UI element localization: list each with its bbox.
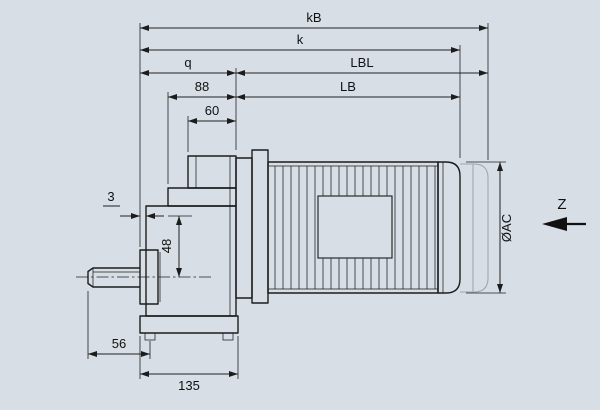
dimension-kB: kB <box>139 10 489 247</box>
output-shaft-outline <box>87 267 140 288</box>
ext-lines-kB <box>139 23 489 247</box>
gear-input-box <box>187 155 237 189</box>
gear-housing-step <box>167 187 237 207</box>
motor-nameplate <box>317 195 393 259</box>
phantom-fan-cowl-outline <box>460 163 489 293</box>
motor-adapter <box>235 157 253 299</box>
dim-label-48: 48 <box>159 239 174 253</box>
fan-cowl-outline <box>438 161 461 294</box>
phantom-motor-extension <box>460 163 489 293</box>
foot-bolt-right <box>222 332 234 341</box>
view-arrow-Z-head <box>542 217 567 231</box>
foot-bolt-left <box>144 332 156 341</box>
dim-label-3: 3 <box>107 189 114 204</box>
dim-label-88: 88 <box>195 79 209 94</box>
view-label-Z: Z <box>557 196 566 213</box>
dim-label-LBL: LBL <box>350 55 373 70</box>
dimension-k: k <box>140 32 461 158</box>
dim-label-56: 56 <box>112 336 126 351</box>
dim-label-q: q <box>184 55 191 70</box>
shaft-hub <box>139 249 159 305</box>
dim-label-LB: LB <box>340 79 356 94</box>
dim-label-AC: ØAC <box>499 214 514 242</box>
dim-label-60: 60 <box>205 103 219 118</box>
dim-label-k: k <box>297 32 304 47</box>
dimension-135: 135 <box>139 336 239 393</box>
dimension-60: 60 <box>187 103 236 152</box>
dim-label-135: 135 <box>178 378 200 393</box>
mounting-foot <box>139 315 239 334</box>
ext-lines-135 <box>139 336 239 379</box>
motor-fin-envelope <box>268 165 438 290</box>
dimension-AC: ØAC <box>466 161 514 294</box>
view-direction-Z: Z <box>542 196 586 231</box>
dim-label-kB: kB <box>306 10 321 25</box>
gearmotor-part <box>76 149 461 341</box>
dimension-48: 48 <box>159 216 182 277</box>
gear-housing <box>145 205 237 317</box>
dimension-88-LB: 88 LB <box>167 79 460 184</box>
dimension-q-LBL: q LBL <box>140 55 488 150</box>
dimension-3: 3 <box>103 189 192 219</box>
ext-lines-56 <box>87 291 151 359</box>
motor-flange <box>251 149 269 304</box>
